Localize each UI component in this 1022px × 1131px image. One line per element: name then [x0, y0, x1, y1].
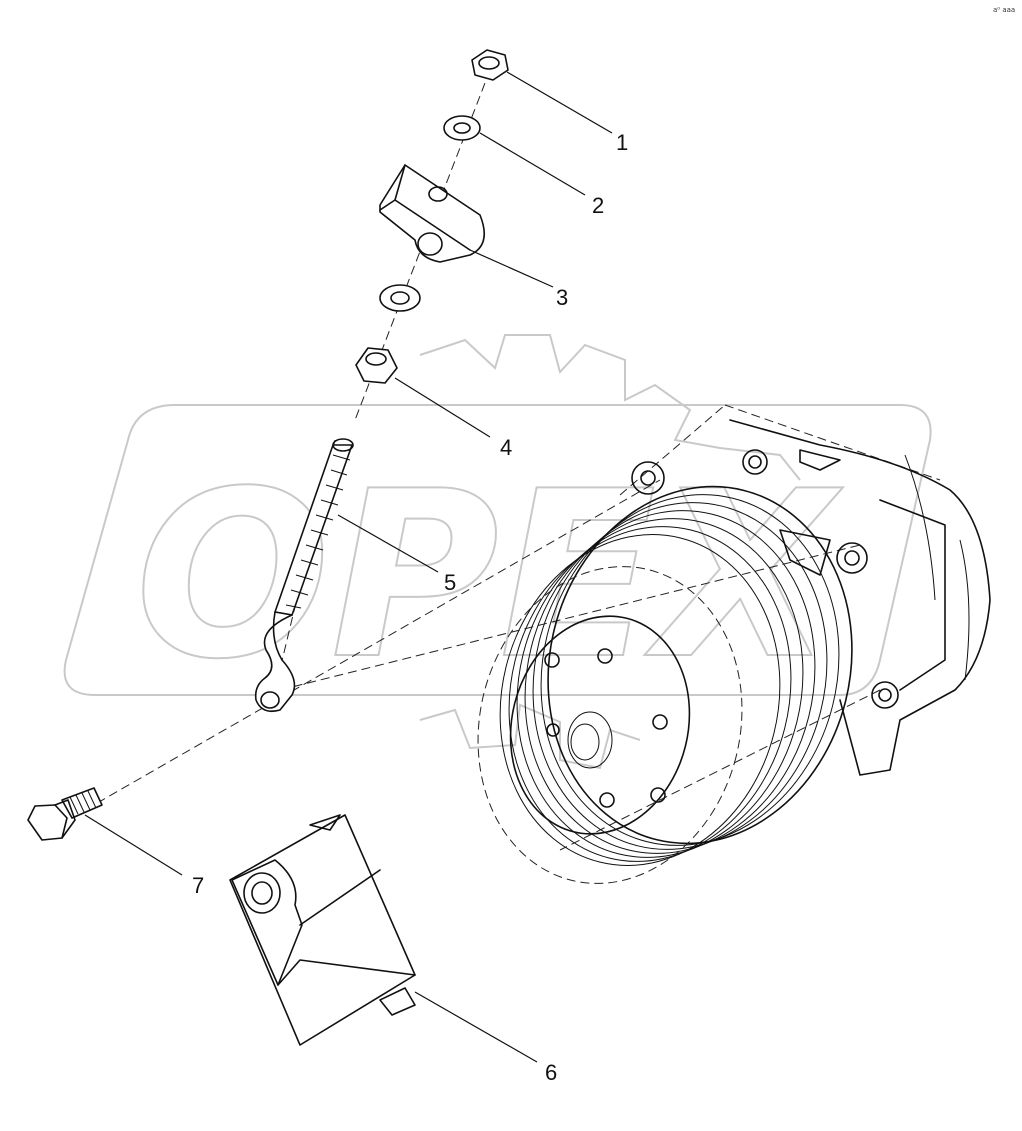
callout-labels: 1 2 3 4 5 6 7: [192, 130, 628, 1085]
part-washer-top: [443, 115, 481, 141]
compressor-assembly: [477, 419, 991, 884]
part-flange-bolt: [27, 787, 103, 841]
part-bracket: [229, 814, 416, 1046]
watermark-plate: [63, 404, 932, 696]
callout-6: 6: [545, 1060, 557, 1085]
part-threaded-eye-rod: [254, 438, 354, 713]
part-nut-top: [471, 49, 509, 81]
callout-3: 3: [556, 285, 568, 310]
part-washer-lower: [379, 284, 421, 312]
callout-2: 2: [592, 193, 604, 218]
part-spacer-block: [379, 164, 486, 263]
part-nut-lower: [355, 347, 398, 384]
callout-5: 5: [444, 570, 456, 595]
leader-lines: [84, 71, 613, 1063]
watermark-gear-icon: [419, 334, 801, 770]
callout-1: 1: [616, 130, 628, 155]
callout-4: 4: [500, 435, 512, 460]
corner-code: a⁰ aaa: [993, 6, 1015, 14]
watermark-text: OPEX: [135, 443, 843, 710]
callout-7: 7: [192, 873, 204, 898]
